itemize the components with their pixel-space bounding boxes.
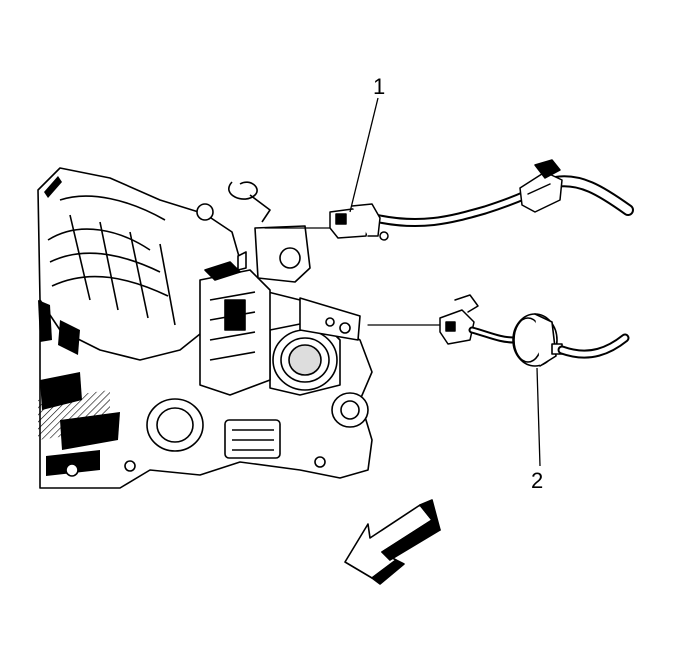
top-hardware [196, 181, 271, 271]
leader-2 [536, 367, 541, 467]
throttle-actuator [199, 261, 271, 396]
leader-1 [349, 97, 379, 213]
manifold-runners [47, 195, 176, 326]
harness-clip-upper [519, 159, 563, 213]
harness-upper [264, 159, 634, 241]
callout-leaders [349, 97, 541, 467]
harness-lower [367, 294, 630, 367]
callout-1: 1 [373, 74, 386, 99]
front-direction-arrow-icon [344, 499, 441, 585]
mounting-bracket [254, 225, 361, 341]
canister-2 [512, 313, 563, 367]
lower-fittings [65, 392, 369, 477]
throttle-body [269, 319, 341, 396]
connector-1 [329, 203, 389, 241]
callout-2: 2 [531, 468, 544, 493]
connector-2 [439, 294, 479, 345]
engine-assembly [37, 167, 373, 489]
